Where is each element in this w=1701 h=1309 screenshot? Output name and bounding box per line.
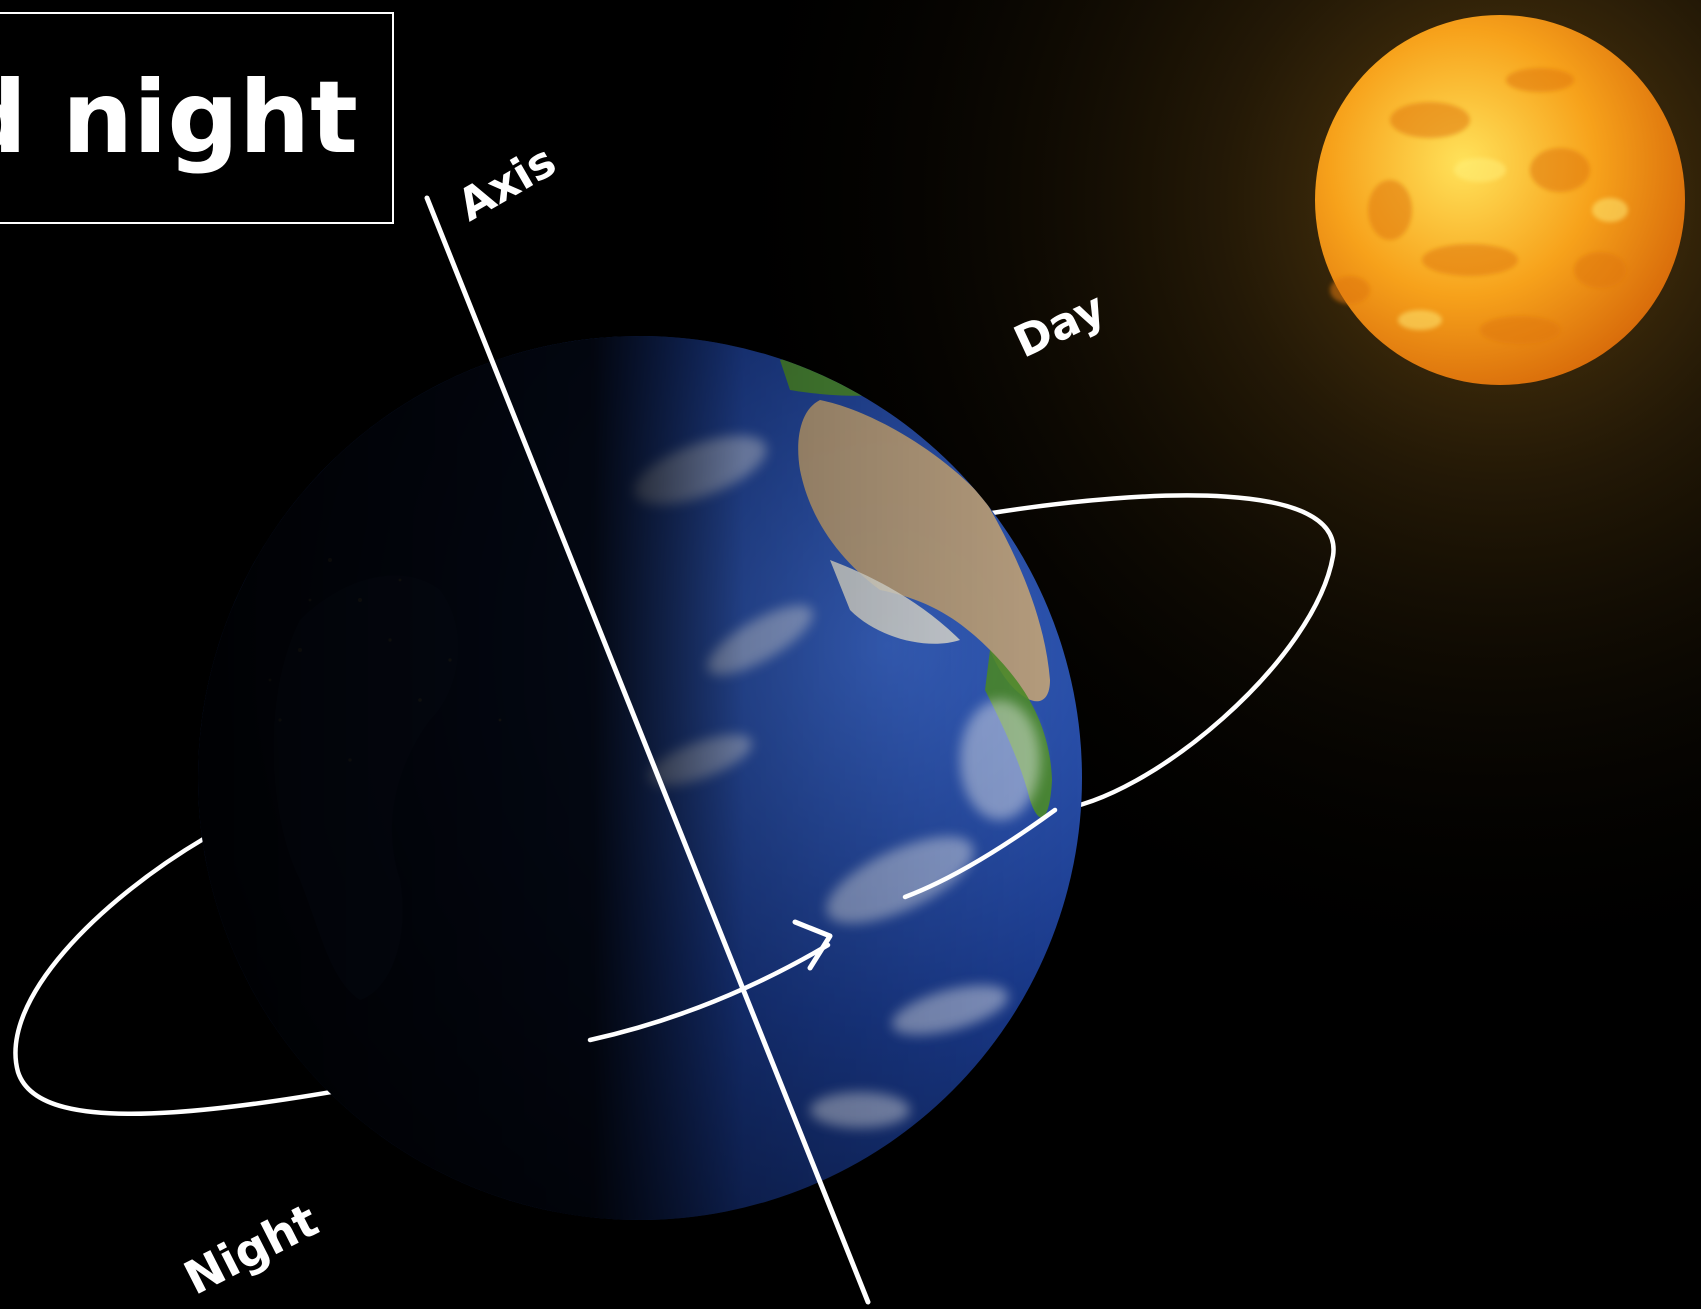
earth-icon bbox=[198, 336, 1082, 1220]
title-box: d night bbox=[0, 12, 394, 224]
page-title: d night bbox=[0, 59, 358, 176]
sun-icon bbox=[1315, 15, 1685, 385]
orbit-path-front bbox=[587, 807, 1058, 1043]
orbit-path-back bbox=[13, 493, 1336, 1117]
rotation-axis-line bbox=[424, 195, 871, 1305]
rotation-arrow-icon bbox=[792, 919, 833, 971]
